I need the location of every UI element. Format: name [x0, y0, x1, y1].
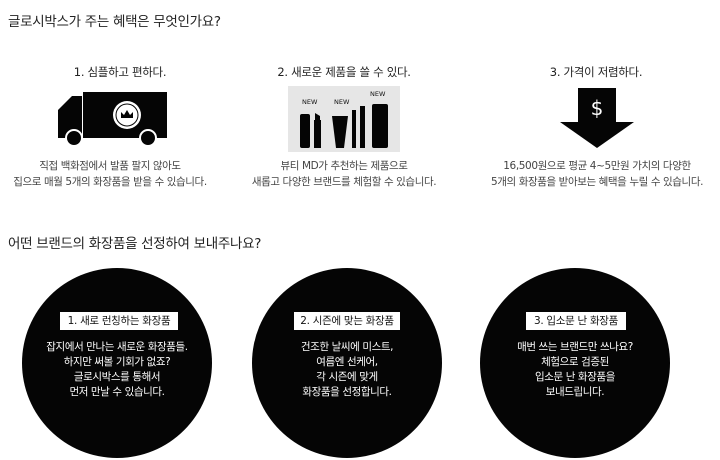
new-tag-3: NEW: [370, 90, 386, 98]
benefits-section-title: 글로시박스가 주는 혜택은 무엇인가요?: [8, 14, 221, 30]
seasonal-tag: 2. 시즌에 맞는 화장품: [294, 312, 400, 330]
benefit-1-desc: 직접 백화점에서 발품 팔지 않아도 집으로 매월 5개의 화장품을 받을 수 …: [0, 158, 220, 190]
benefit-2-desc: 뷰티 MD가 추천하는 제품으로 새롭고 다양한 브랜드를 체험할 수 있습니다…: [224, 158, 464, 190]
circle-3-line-1: 매번 쓰는 브랜드만 쓰나요?: [517, 341, 633, 353]
seasonal-circle: [252, 268, 442, 458]
circle-2-line-1: 건조한 날씨에 미스트,: [300, 341, 394, 353]
benefit-3-title: 3. 가격이 저렴하다.: [549, 65, 643, 79]
benefit-2-title: 2. 새로운 제품을 쓸 수 있다.: [277, 65, 411, 79]
benefit-1-desc-line2: 집으로 매월 5개의 화장품을 받을 수 있습니다.: [13, 176, 207, 188]
benefit-3-desc-line1: 16,500원으로 평균 4~5만원 가치의 다양한: [503, 160, 691, 172]
dollar-symbol: $: [591, 96, 604, 120]
circle-1-line-1: 잡지에서 만나는 새로운 화장품들.: [46, 341, 188, 353]
circle-3-line-3: 입소문 난 화장품을: [535, 371, 615, 383]
circle-2-line-3: 각 시즌에 맞게: [316, 371, 378, 383]
new-launch-circle: [22, 268, 212, 458]
new-tag-2: NEW: [334, 98, 350, 106]
circle-3-line-2: 체험으로 검증된: [541, 356, 609, 368]
benefit-3-desc-line2: 5개의 화장품을 받아보는 혜택을 누릴 수 있습니다.: [490, 176, 704, 188]
word-of-mouth-tag: 3. 입소문 난 화장품: [526, 312, 626, 330]
circle-2-line-2: 여름엔 선케어,: [316, 356, 378, 368]
benefit-2-desc-line2: 새롭고 다양한 브랜드를 체험할 수 있습니다.: [251, 176, 437, 188]
circle-1-line-4: 먼저 만날 수 있습니다.: [69, 386, 165, 398]
word-of-mouth-text: 매번 쓰는 브랜드만 쓰나요? 체험으로 검증된 입소문 난 화장품을 보내드립…: [480, 340, 670, 400]
benefit-1-desc-line1: 직접 백화점에서 발품 팔지 않아도: [39, 160, 181, 172]
cosmetics-icon: NEW NEW NEW: [288, 86, 400, 152]
brands-section-title: 어떤 브랜드의 화장품을 선정하여 보내주나요?: [8, 236, 262, 252]
price-down-arrow-icon: $: [560, 88, 634, 148]
benefit-1-title: 1. 심플하고 편하다.: [73, 65, 167, 79]
benefit-2-desc-line1: 뷰티 MD가 추천하는 제품으로: [280, 160, 408, 172]
new-tag-1: NEW: [302, 98, 318, 106]
new-launch-tag: 1. 새로 런칭하는 화장품: [60, 312, 178, 330]
word-of-mouth-circle: [480, 268, 670, 458]
circle-3-line-4: 보내드립니다.: [545, 386, 605, 398]
circle-1-line-3: 글로시박스를 통해서: [73, 371, 161, 383]
circle-2-line-4: 화장품을 선정합니다.: [302, 386, 392, 398]
seasonal-text: 건조한 날씨에 미스트, 여름엔 선케어, 각 시즌에 맞게 화장품을 선정합니…: [252, 340, 442, 400]
delivery-truck-icon: [58, 92, 167, 147]
circle-1-line-2: 하지만 써볼 기회가 없죠?: [63, 356, 171, 368]
new-launch-text: 잡지에서 만나는 새로운 화장품들. 하지만 써볼 기회가 없죠? 글로시박스를…: [22, 340, 212, 400]
benefit-3-desc: 16,500원으로 평균 4~5만원 가치의 다양한 5개의 화장품을 받아보는…: [474, 158, 720, 190]
